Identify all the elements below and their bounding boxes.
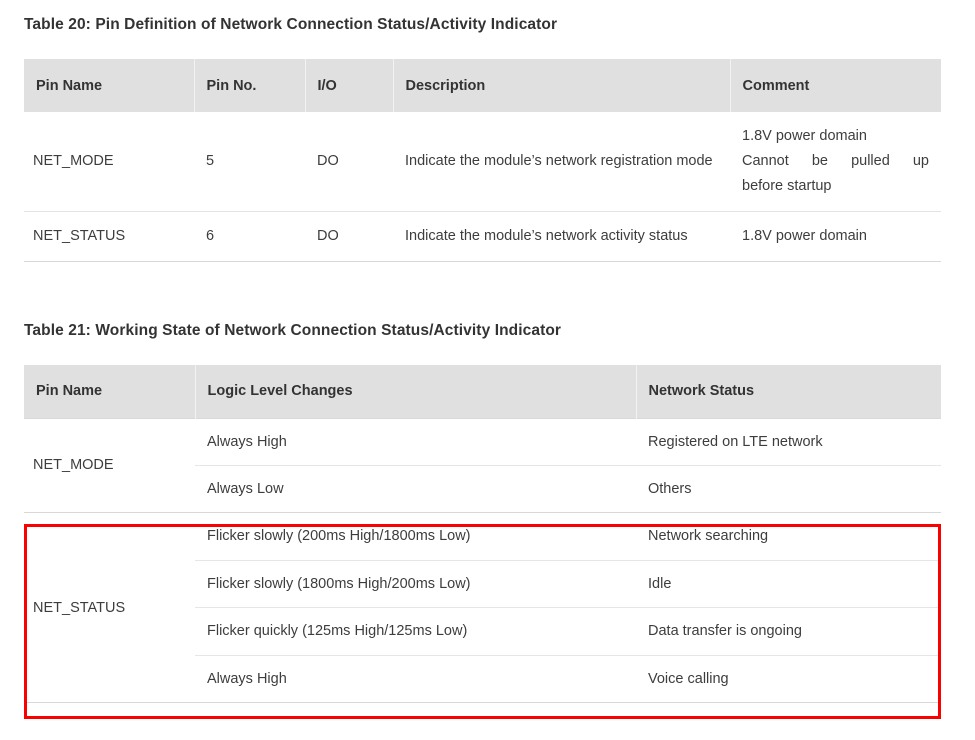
cell-comment: 1.8V power domain Cannot be pulled up be… — [730, 112, 941, 211]
cell-pin-no: 6 — [194, 210, 305, 262]
cell-network-status: Network searching — [636, 512, 941, 561]
cell-network-status: Registered on LTE network — [636, 417, 941, 466]
cell-logic-level: Always Low — [195, 464, 636, 513]
column-header-description: Description — [393, 59, 731, 112]
comment-line: before startup — [742, 177, 832, 194]
cell-description: Indicate the module’s network activity s… — [393, 210, 730, 262]
cell-comment: 1.8V power domain — [730, 210, 941, 262]
cell-logic-level: Flicker slowly (200ms High/1800ms Low) — [195, 512, 636, 561]
table-row: Always Low Others — [24, 464, 941, 513]
comment-line: Cannot be pulled up — [742, 152, 929, 169]
table-row: NET_STATUS Flicker slowly (200ms High/18… — [24, 512, 941, 703]
column-header-logic-level-changes: Logic Level Changes — [195, 365, 637, 418]
cell-pin-name: NET_STATUS — [24, 512, 195, 703]
cell-io: DO — [305, 210, 393, 262]
column-header-network-status: Network Status — [636, 365, 941, 418]
cell-network-status: Others — [636, 464, 941, 513]
table-row: NET_MODE 5 DO Indicate the module’s netw… — [24, 112, 941, 211]
cell-io: DO — [317, 153, 339, 170]
column-header-pin-name: Pin Name — [24, 365, 196, 418]
cell-network-status: Voice calling — [636, 654, 941, 703]
table-row: Always High Voice calling — [24, 654, 941, 703]
table-20-header-row: Pin Name Pin No. I/O Description Comment — [24, 59, 941, 112]
table-21-working-state: Pin Name Logic Level Changes Network Sta… — [24, 365, 941, 704]
cell-logic-level: Flicker slowly (1800ms High/200ms Low) — [195, 559, 636, 608]
cell-logic-level: Always High — [195, 654, 636, 703]
cell-pin-no: 5 — [206, 153, 215, 170]
cell-pin-name: NET_STATUS — [24, 210, 194, 262]
column-header-comment: Comment — [730, 59, 941, 112]
table-row: Flicker slowly (1800ms High/200ms Low) I… — [24, 559, 941, 608]
table-row: NET_MODE Always High Registered on LTE n… — [24, 417, 941, 513]
cell-description: Indicate the module’s network registrati… — [405, 153, 713, 170]
table-21-header-row: Pin Name Logic Level Changes Network Sta… — [24, 365, 941, 418]
comment-line: 1.8V power domain — [742, 227, 867, 244]
table-20-caption: Table 20: Pin Definition of Network Conn… — [24, 16, 558, 33]
column-header-io: I/O — [305, 59, 394, 112]
cell-network-status: Idle — [636, 559, 941, 608]
table-20-pin-definition: Pin Name Pin No. I/O Description Comment… — [24, 59, 941, 262]
table-row: Flicker quickly (125ms High/125ms Low) D… — [24, 607, 941, 656]
cell-pin-name: NET_MODE — [24, 417, 195, 513]
cell-logic-level: Flicker quickly (125ms High/125ms Low) — [195, 607, 636, 656]
cell-logic-level: Always High — [195, 417, 636, 466]
table-row: NET_STATUS 6 DO Indicate the module’s ne… — [24, 210, 941, 262]
column-header-pin-no: Pin No. — [194, 59, 306, 112]
column-header-pin-name: Pin Name — [24, 59, 195, 112]
cell-network-status: Data transfer is ongoing — [636, 607, 941, 656]
table-21-caption: Table 21: Working State of Network Conne… — [24, 322, 562, 339]
comment-line: 1.8V power domain — [742, 128, 867, 144]
cell-pin-name: NET_MODE — [33, 153, 114, 170]
